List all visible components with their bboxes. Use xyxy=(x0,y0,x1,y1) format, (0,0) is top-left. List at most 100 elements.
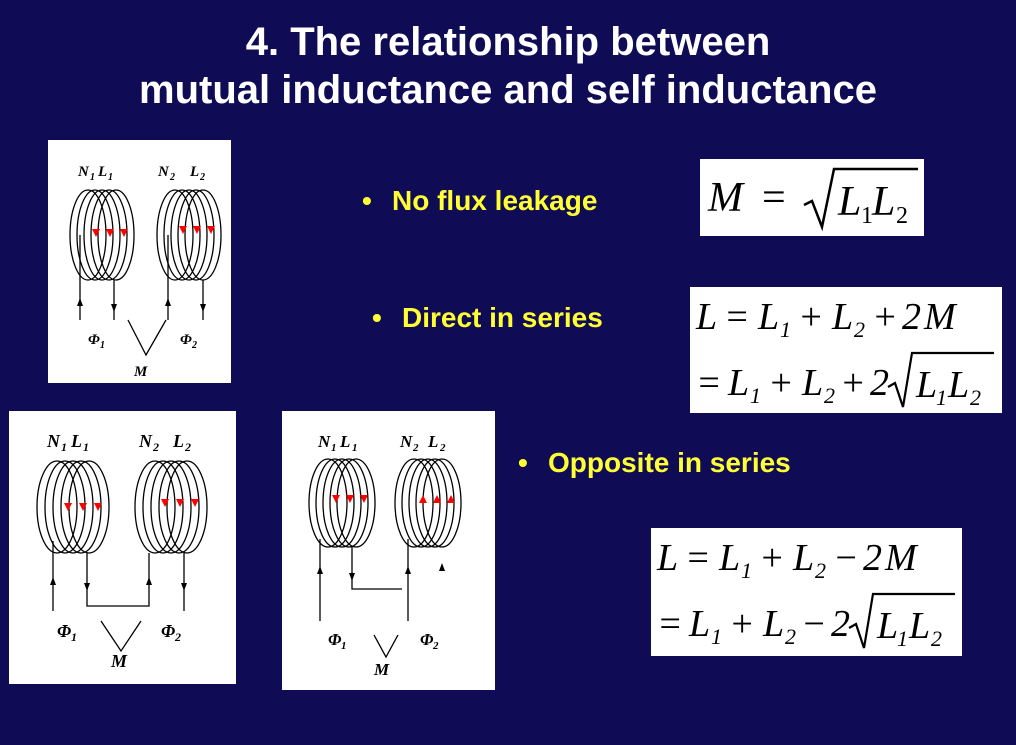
svg-text:2: 2 xyxy=(191,340,197,351)
svg-text:L: L xyxy=(727,362,749,404)
svg-text:=: = xyxy=(696,362,722,404)
svg-text:2: 2 xyxy=(854,317,865,342)
svg-text:2: 2 xyxy=(815,558,826,583)
svg-text:L: L xyxy=(792,537,814,579)
svg-text:2: 2 xyxy=(824,383,835,408)
title-line-1: 4. The relationship between xyxy=(245,20,771,64)
svg-text:2: 2 xyxy=(785,624,796,649)
svg-text:2: 2 xyxy=(863,537,882,579)
svg-text:N: N xyxy=(317,432,331,451)
svg-text:1: 1 xyxy=(90,172,95,183)
svg-text:+: + xyxy=(759,537,785,579)
svg-text:M: M xyxy=(133,364,148,380)
svg-text:=: = xyxy=(685,537,711,579)
eq-rad2-sub: 2 xyxy=(896,203,908,229)
svg-text:N: N xyxy=(399,432,413,451)
bullet-no-flux-leakage: •No flux leakage xyxy=(362,185,597,217)
bullet-marker: • xyxy=(518,447,528,478)
svg-text:Φ: Φ xyxy=(161,621,175,641)
svg-text:=: = xyxy=(657,603,683,645)
svg-text:+: + xyxy=(729,603,755,645)
svg-text:2: 2 xyxy=(199,172,205,183)
svg-text:M: M xyxy=(884,537,919,579)
svg-text:N: N xyxy=(77,164,90,180)
bullet-direct-in-series: • Direct in series xyxy=(372,302,603,334)
svg-text:1: 1 xyxy=(780,317,791,342)
svg-text:+: + xyxy=(872,296,898,338)
svg-text:M: M xyxy=(923,296,958,338)
svg-text:L: L xyxy=(189,164,199,180)
svg-text:1: 1 xyxy=(352,442,358,454)
svg-text:L: L xyxy=(831,296,853,338)
svg-text:2: 2 xyxy=(902,296,921,338)
svg-text:L: L xyxy=(757,296,779,338)
svg-text:Φ: Φ xyxy=(180,332,192,348)
svg-text:1: 1 xyxy=(750,383,761,408)
svg-text:2: 2 xyxy=(439,442,446,454)
svg-text:L: L xyxy=(688,603,710,645)
equation-opposite-series: L = L 1 + L 2 − 2 M = L 1 + L 2 − 2 L 1 … xyxy=(651,528,962,656)
svg-text:1: 1 xyxy=(711,624,722,649)
svg-text:2: 2 xyxy=(931,626,942,651)
svg-text:1: 1 xyxy=(71,630,77,644)
svg-text:L: L xyxy=(801,362,823,404)
bullet-opposite-in-series: • Opposite in series xyxy=(518,447,791,479)
eq-rad1: L xyxy=(837,179,861,225)
bullet-text: Direct in series xyxy=(402,302,603,333)
svg-text:Φ: Φ xyxy=(57,621,71,641)
svg-text:N: N xyxy=(46,431,61,451)
svg-text:2: 2 xyxy=(152,440,159,454)
svg-text:M: M xyxy=(110,651,128,671)
bullet-text: Opposite in series xyxy=(548,447,791,478)
svg-text:N: N xyxy=(157,164,170,180)
bullet-text: No flux leakage xyxy=(392,185,598,216)
svg-text:L: L xyxy=(718,537,740,579)
svg-text:−: − xyxy=(801,603,827,645)
svg-text:2: 2 xyxy=(169,172,175,183)
svg-text:2: 2 xyxy=(174,630,181,644)
equation-direct-series: L = L 1 + L 2 + 2 M = L 1 + L 2 + 2 L 1 … xyxy=(690,287,1002,413)
eq-rad2: L xyxy=(871,179,895,225)
svg-text:Φ: Φ xyxy=(420,630,434,649)
svg-text:1: 1 xyxy=(83,440,89,454)
svg-text:1: 1 xyxy=(936,385,947,410)
svg-text:L: L xyxy=(762,603,784,645)
svg-text:2: 2 xyxy=(184,440,191,454)
title-line-2: mutual inductance and self inductance xyxy=(139,68,877,112)
svg-text:Φ: Φ xyxy=(88,332,100,348)
eq-equals: = xyxy=(762,175,786,221)
svg-text:L: L xyxy=(656,537,678,579)
svg-text:1: 1 xyxy=(108,172,113,183)
svg-text:L: L xyxy=(427,432,438,451)
svg-text:L: L xyxy=(915,364,937,406)
svg-text:L: L xyxy=(339,432,350,451)
eq-lhs: M xyxy=(707,175,745,221)
svg-text:L: L xyxy=(97,164,107,180)
sqrt-sign xyxy=(803,167,918,232)
svg-text:L: L xyxy=(70,431,82,451)
bullet-marker: • xyxy=(372,302,382,333)
svg-text:M: M xyxy=(373,660,390,679)
svg-text:−: − xyxy=(833,537,859,579)
svg-text:1: 1 xyxy=(741,558,752,583)
svg-text:+: + xyxy=(798,296,824,338)
svg-text:+: + xyxy=(768,362,794,404)
svg-text:=: = xyxy=(724,296,750,338)
svg-text:N: N xyxy=(138,431,153,451)
svg-text:L: L xyxy=(947,364,969,406)
svg-text:1: 1 xyxy=(897,626,908,651)
svg-text:L: L xyxy=(876,605,898,647)
svg-text:L: L xyxy=(695,296,717,338)
svg-text:+: + xyxy=(840,362,866,404)
svg-text:1: 1 xyxy=(61,440,67,454)
svg-text:2: 2 xyxy=(870,362,889,404)
svg-text:L: L xyxy=(908,605,930,647)
svg-text:L: L xyxy=(172,431,184,451)
svg-text:1: 1 xyxy=(341,640,347,652)
svg-text:2: 2 xyxy=(412,442,419,454)
svg-text:2: 2 xyxy=(432,640,439,652)
equation-no-leakage: M = L 1 L 2 xyxy=(700,159,924,236)
